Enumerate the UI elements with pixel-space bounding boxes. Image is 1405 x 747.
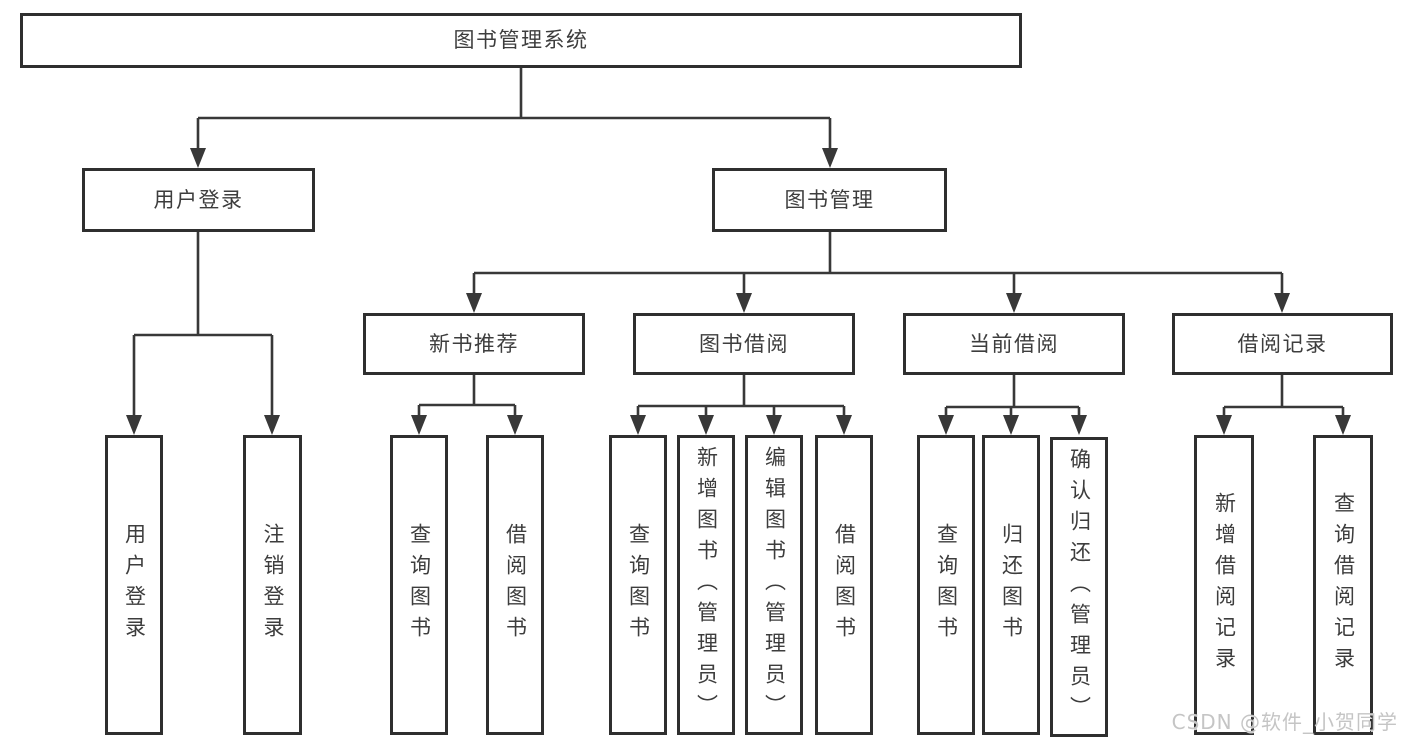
node-cb-return-book: 归还图书 [982,435,1040,735]
node-bb-query-book: 查询图书 [609,435,667,735]
arrowhead-icon [1335,415,1351,435]
node-label-bb-add-book: 新增图书（管理员） [694,445,719,725]
node-label-new-book-rec: 新书推荐 [429,331,519,356]
node-br-add-record: 新增借阅记录 [1194,435,1254,735]
watermark: CSDN @软件_小贺同学 [1171,710,1398,734]
node-cb-confirm-return: 确认归还（管理员） [1050,437,1108,737]
arrowhead-icon [126,415,142,435]
node-label-br-add-record: 新增借阅记录 [1212,492,1237,678]
arrowhead-icon [190,148,206,168]
node-label-login: 用户登录 [122,523,147,647]
arrowhead-icon [264,415,280,435]
node-new-book-rec: 新书推荐 [363,313,585,375]
connector-path [132,68,1345,419]
node-bb-edit-book: 编辑图书（管理员） [745,435,803,735]
node-bb-add-book: 新增图书（管理员） [677,435,735,735]
node-label-cb-confirm-return: 确认归还（管理员） [1067,447,1092,727]
node-logout: 注销登录 [243,435,302,735]
node-root: 图书管理系统 [20,13,1022,68]
arrowhead-icon [698,415,714,435]
arrowhead-icon [466,293,482,313]
arrowhead-icon [1274,293,1290,313]
node-label-rec-borrow-book: 借阅图书 [503,523,528,647]
arrowhead-icon [1071,415,1087,435]
arrowhead-icon [1216,415,1232,435]
node-br-query-record: 查询借阅记录 [1313,435,1373,735]
node-label-cb-query-book: 查询图书 [934,523,959,647]
arrowhead-icon [836,415,852,435]
node-label-rec-query-book: 查询图书 [407,523,432,647]
arrowhead-icon [736,293,752,313]
node-label-root: 图书管理系统 [453,28,589,52]
node-label-br-query-record: 查询借阅记录 [1331,492,1356,678]
arrowhead-icon [822,148,838,168]
node-cb-query-book: 查询图书 [917,435,975,735]
arrowhead-icon [1006,293,1022,313]
node-label-cb-return-book: 归还图书 [999,523,1024,647]
node-label-borrow-record: 借阅记录 [1237,331,1328,356]
node-label-bb-edit-book: 编辑图书（管理员） [762,445,787,725]
node-book-mgmt: 图书管理 [712,168,947,232]
arrowhead-icon [1003,415,1019,435]
node-borrow-record: 借阅记录 [1172,313,1393,375]
node-login: 用户登录 [105,435,163,735]
node-label-current-borrow: 当前借阅 [969,331,1059,356]
arrowhead-icon [411,415,427,435]
node-rec-borrow-book: 借阅图书 [486,435,544,735]
arrowhead-icon [630,415,646,435]
node-user-login: 用户登录 [82,168,315,232]
node-rec-query-book: 查询图书 [390,435,448,735]
node-book-borrow: 图书借阅 [633,313,855,375]
node-label-bb-query-book: 查询图书 [626,523,651,647]
node-label-user-login: 用户登录 [153,187,244,212]
node-label-logout: 注销登录 [261,523,285,647]
arrowhead-icon [766,415,782,435]
node-label-bb-borrow-book: 借阅图书 [832,523,857,647]
node-bb-borrow-book: 借阅图书 [815,435,873,735]
node-label-book-borrow: 图书借阅 [699,331,789,356]
node-label-book-mgmt: 图书管理 [784,187,875,212]
node-current-borrow: 当前借阅 [903,313,1125,375]
arrowhead-icon [938,415,954,435]
arrowhead-icon [507,415,523,435]
